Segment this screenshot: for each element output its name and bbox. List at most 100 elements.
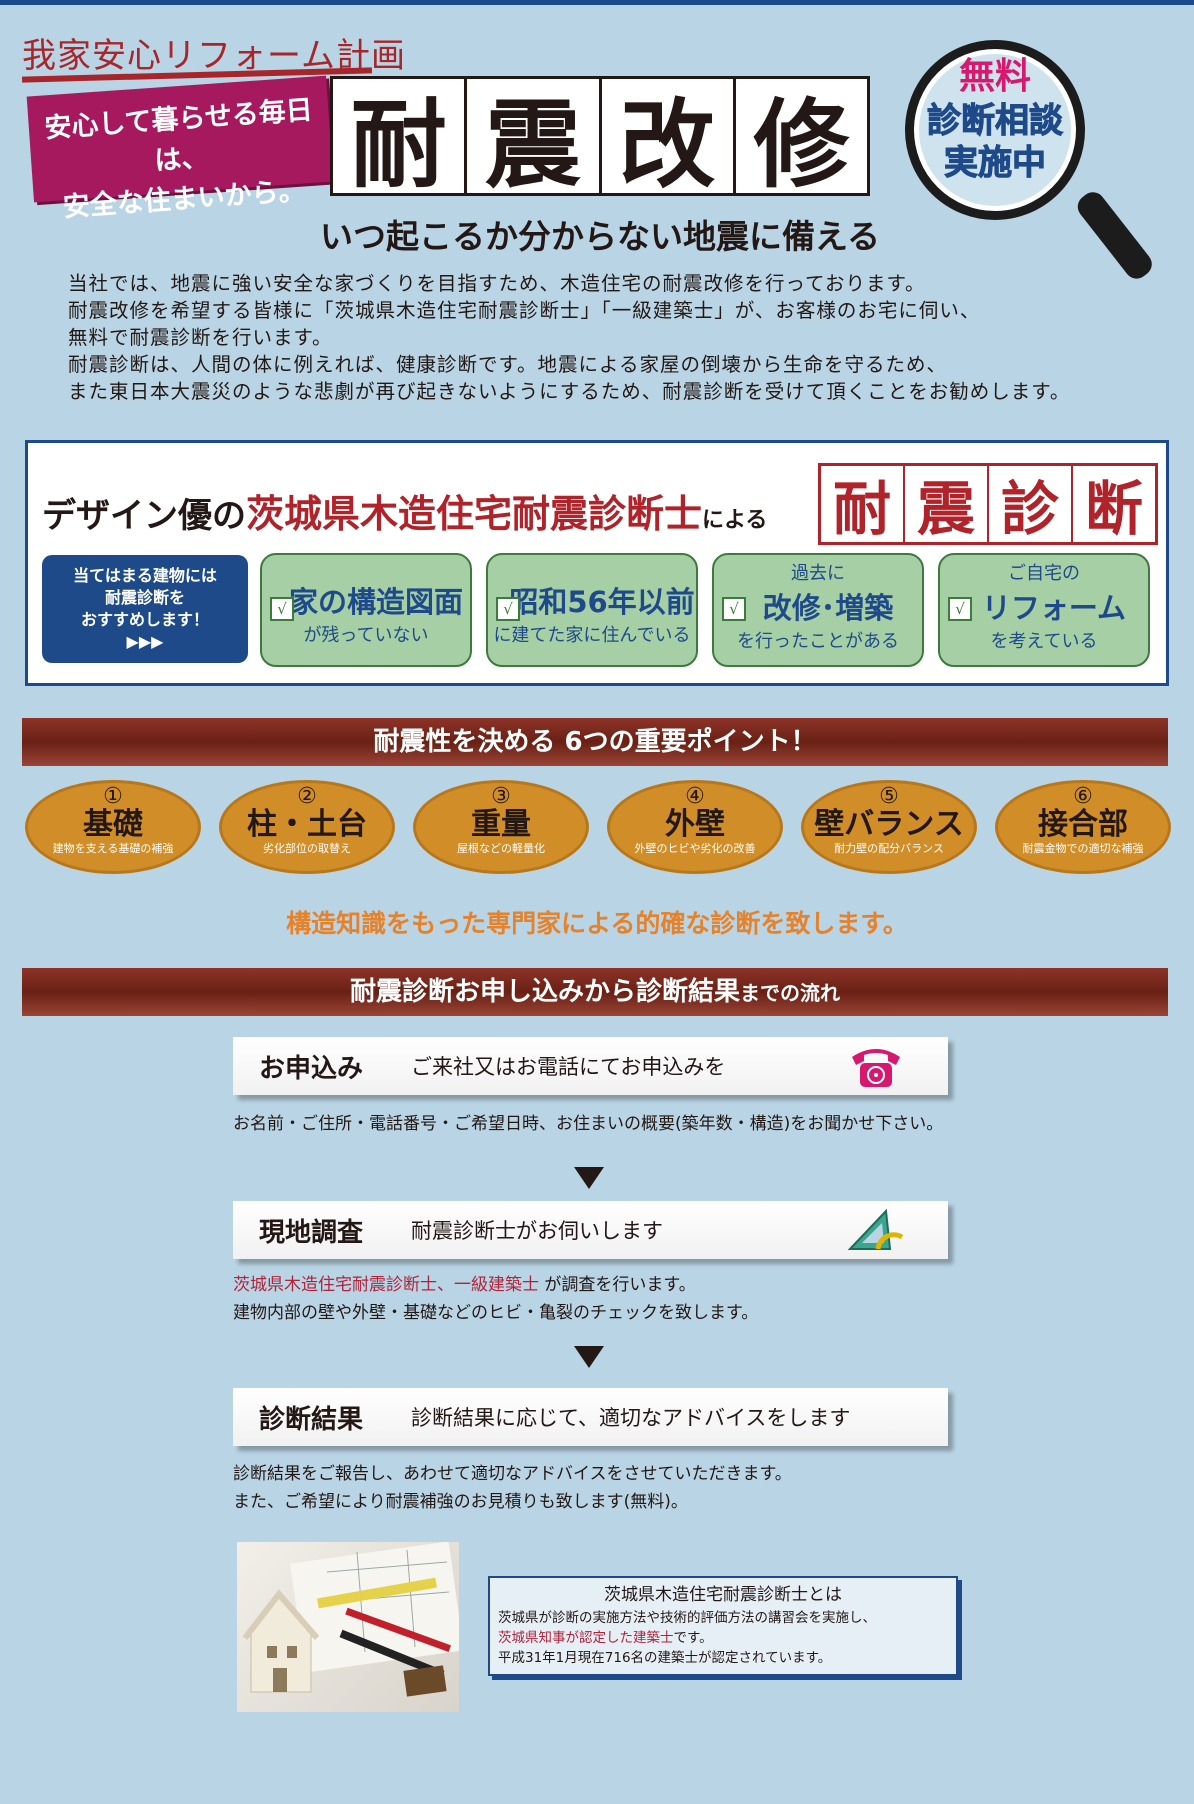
- step-name: お申込み: [259, 1053, 364, 1084]
- card-sub: が残っていない: [303, 625, 429, 646]
- step-desc: ご来社又はお電話にてお申込みを: [411, 1055, 726, 1079]
- step-desc: 診断結果に応じて、適切なアドバイスをします: [411, 1406, 851, 1430]
- point-number: ①: [103, 784, 123, 809]
- survey-note-rest: が調査を行います。: [539, 1275, 696, 1295]
- main-title-char: 改: [602, 79, 736, 201]
- diagnosis-title: 耐 震 診 断: [818, 463, 1158, 545]
- certification-info-box: 茨城県木造住宅耐震診断士とは 茨城県が診断の実施方法や技術的評価方法の講習会を実…: [488, 1576, 958, 1676]
- survey-note-line-2: 建物内部の壁や外壁・基礎などのヒビ・亀裂のチェックを致します。: [233, 1303, 759, 1323]
- card-small: [488, 559, 696, 579]
- step-apply: お申込み ご来社又はお電話にてお申込みを: [233, 1037, 948, 1095]
- result-note-line-2: また、ご希望により耐震補強のお見積りも致します(無料)。: [233, 1492, 688, 1512]
- point-desc: 屋根などの軽量化: [457, 842, 545, 855]
- recommend-box: 当てはまる建物には 耐震診断を おすすめします！ ▶▶▶: [42, 555, 248, 663]
- diagnosis-title-char: 耐: [821, 466, 905, 543]
- step-name: 診断結果: [259, 1404, 364, 1435]
- ruler-triangle-icon: [848, 1208, 904, 1250]
- step-desc: 耐震診断士がお伺いします: [411, 1219, 663, 1243]
- card-small: [262, 559, 470, 579]
- recommend-arrows-icon: ▶▶▶: [126, 632, 164, 651]
- point-number: ⑤: [879, 784, 899, 809]
- heading-suffix: による: [702, 508, 768, 533]
- survey-note-red: 茨城県木造住宅耐震診断士、一級建築士: [233, 1275, 539, 1295]
- point-desc: 外壁のヒビや劣化の改善: [634, 842, 756, 855]
- flow-arrow: [574, 1167, 604, 1189]
- info-line-2: 茨城県知事が認定した建築士です。: [498, 1628, 948, 1648]
- card-title: リフォーム: [981, 591, 1127, 625]
- point-title: 外壁: [665, 807, 725, 842]
- info-line-2-rest: です。: [673, 1630, 713, 1646]
- info-line-2-red: 茨城県知事が認定した建築士: [498, 1630, 674, 1646]
- heading-red: 茨城県木造住宅耐震診断士: [246, 492, 703, 536]
- points-section-bar: 耐震性を決める 6つの重要ポイント！: [22, 718, 1168, 766]
- slogan-banner: 安心して暮らせる毎日は、 安全な住まいから。: [26, 75, 334, 223]
- diagnosis-title-char: 断: [1084, 475, 1143, 543]
- magnifier-handle: [1072, 187, 1157, 284]
- intro-line: 耐震改修を希望する皆様に「茨城県木造住宅耐震診断士」「一級建築士」が、お客様のお…: [68, 299, 981, 322]
- main-title: 耐 震 改 修: [330, 76, 870, 201]
- flow-section-bar: 耐震診断お申し込みから診断結果までの流れ: [22, 968, 1168, 1016]
- checklist-card: √ 過去に 改修･増築 を行ったことがある: [712, 553, 924, 667]
- checklist-card: √ 昭和56年以前 に建てた家に住んでいる: [486, 553, 698, 667]
- intro-paragraph: 当社では、地震に強い安全な家づくりを目指すため、木造住宅の耐震改修を行っておりま…: [68, 270, 1148, 405]
- point-oval: ⑥ 接合部 耐震金物での適切な補強: [995, 780, 1171, 874]
- diagnosis-panel: デザイン優の茨城県木造住宅耐震診断士による 耐 震 診 断 当てはまる建物には …: [25, 440, 1169, 686]
- step-survey-note: 茨城県木造住宅耐震診断士、一級建築士 が調査を行います。 建物内部の壁や外壁・基…: [233, 1271, 758, 1327]
- diagnosis-title-char: 診: [989, 466, 1073, 543]
- house-model-photo: [237, 1542, 459, 1712]
- heading-prefix: デザイン優の: [42, 496, 246, 536]
- point-title: 壁バランス: [814, 807, 964, 842]
- intro-line: 当社では、地震に強い安全な家づくりを目指すため、木造住宅の耐震改修を行っておりま…: [68, 272, 926, 295]
- card-title: 昭和56年以前: [509, 585, 695, 619]
- page-subtitle: いつ起こるか分からない地震に備える: [319, 217, 880, 256]
- checkbox-icon: √: [270, 597, 294, 621]
- point-oval: ① 基礎 建物を支える基礎の補強: [25, 780, 201, 874]
- main-title-char: 震: [467, 79, 602, 201]
- expert-statement: 構造知識をもった専門家による的確な診断を致します。: [286, 909, 908, 938]
- info-title: 茨城県木造住宅耐震診断士とは: [604, 1585, 842, 1605]
- main-title-char: 耐: [333, 79, 468, 201]
- intro-line: 無料で耐震診断を行います。: [68, 326, 333, 349]
- info-line-3: 平成31年1月現在716名の建築士が認定されています。: [498, 1650, 832, 1666]
- recommend-line-3: おすすめします！: [80, 610, 209, 629]
- point-desc: 建物を支える基礎の補強: [52, 842, 174, 855]
- recommend-line-1: 当てはまる建物には: [73, 566, 217, 585]
- flow-bar-main: 耐震診断お申し込みから診断結果: [349, 977, 740, 1007]
- point-title: 重量: [471, 807, 531, 842]
- card-sub: を考えている: [990, 631, 1098, 652]
- point-oval: ⑤ 壁バランス 耐力壁の配分バランス: [801, 780, 977, 874]
- point-oval: ② 柱・土台 劣化部位の取替え: [219, 780, 395, 874]
- point-desc: 劣化部位の取替え: [263, 842, 351, 855]
- checkbox-icon: √: [722, 597, 746, 621]
- step-survey: 現地調査 耐震診断士がお伺いします: [233, 1201, 948, 1259]
- badge-free: 無料: [958, 56, 1031, 97]
- point-title: 接合部: [1038, 807, 1128, 842]
- point-desc: 耐震金物での適切な補強: [1022, 842, 1144, 855]
- telephone-icon: [852, 1049, 900, 1087]
- card-small: 過去に: [791, 563, 845, 584]
- recommend-line-2: 耐震診断を: [104, 588, 185, 607]
- step-name: 現地調査: [259, 1217, 364, 1248]
- badge-line-1: 診断相談: [927, 101, 1064, 142]
- diagnosis-heading: デザイン優の茨城県木造住宅耐震診断士による: [42, 483, 767, 538]
- house-model-image: [242, 1542, 459, 1697]
- magnifier-icon: [905, 40, 1085, 220]
- point-title: 基礎: [83, 807, 143, 842]
- intro-line: 耐震診断は、人間の体に例えれば、健康診断です。地震による家屋の倒壊から生命を守る…: [68, 353, 947, 376]
- point-number: ⑥: [1073, 784, 1093, 809]
- free-consult-badge: 無料 診断相談 実施中: [905, 54, 1085, 184]
- step-result-note: 診断結果をご報告し、あわせて適切なアドバイスをさせていただきます。 また、ご希望…: [233, 1460, 792, 1516]
- point-number: ③: [491, 784, 511, 809]
- step-result: 診断結果 診断結果に応じて、適切なアドバイスをします: [233, 1388, 948, 1446]
- checkbox-icon: √: [948, 597, 972, 621]
- point-oval: ④ 外壁 外壁のヒビや劣化の改善: [607, 780, 783, 874]
- point-title: 柱・土台: [247, 807, 367, 842]
- points-bar-accent: 6つの重要ポイント！: [555, 727, 817, 757]
- card-sub: を行ったことがある: [737, 631, 899, 652]
- info-line-1: 茨城県が診断の実施方法や技術的評価方法の講習会を実施し、: [498, 1610, 876, 1626]
- card-small: ご自宅の: [1008, 563, 1080, 584]
- point-desc: 耐力壁の配分バランス: [834, 842, 944, 855]
- step-apply-note: お名前・ご住所・電話番号・ご希望日時、お住まいの概要(築年数・構造)をお聞かせ下…: [233, 1114, 944, 1134]
- checklist-cards: √ 家の構造図面 が残っていない √ 昭和56年以前 に建てた家に住んでいる √…: [260, 553, 1150, 667]
- survey-note-line-1: 茨城県木造住宅耐震診断士、一級建築士 が調査を行います。: [233, 1271, 758, 1299]
